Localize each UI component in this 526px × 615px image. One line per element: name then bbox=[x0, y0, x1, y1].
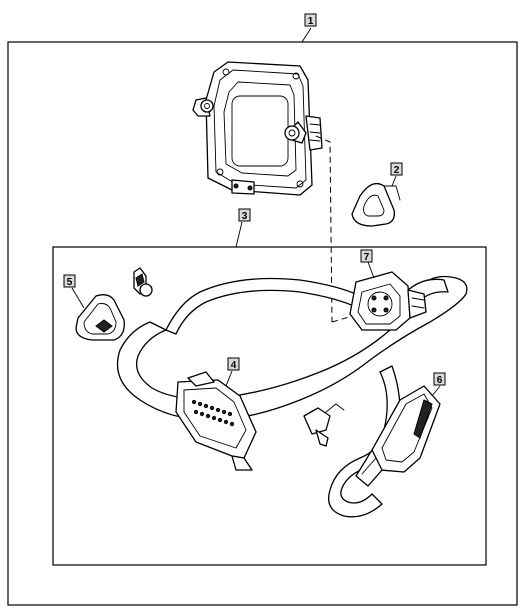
callout-label-2: 2 bbox=[394, 165, 400, 176]
callout-label-7: 7 bbox=[364, 252, 370, 263]
assembly-guide-line bbox=[315, 135, 333, 323]
leader-line-5 bbox=[71, 287, 85, 309]
round-connector-part bbox=[349, 271, 427, 331]
leader-line-7 bbox=[367, 261, 375, 279]
leader-line-3 bbox=[235, 221, 243, 248]
callout-1: 1 bbox=[304, 13, 317, 27]
leader-line-1 bbox=[301, 27, 312, 43]
fastener-part bbox=[133, 267, 153, 297]
connector-pins bbox=[191, 399, 235, 427]
inline-connector-part bbox=[355, 385, 441, 487]
callout-label-1: 1 bbox=[308, 16, 314, 27]
callout-7: 7 bbox=[360, 249, 373, 263]
control-module bbox=[192, 61, 323, 196]
callout-5: 5 bbox=[63, 274, 76, 288]
callout-6: 6 bbox=[433, 372, 446, 386]
inner-frame bbox=[52, 246, 487, 566]
callout-2: 2 bbox=[390, 162, 403, 176]
main-connector-part bbox=[175, 371, 257, 471]
retainer-clip-part bbox=[75, 294, 125, 341]
push-pin-clip-part bbox=[303, 403, 345, 447]
callout-label-6: 6 bbox=[437, 375, 443, 386]
outer-frame bbox=[7, 41, 518, 606]
harness-clip-part bbox=[351, 182, 401, 227]
callout-4: 4 bbox=[227, 357, 240, 371]
callout-label-4: 4 bbox=[231, 360, 237, 371]
callout-label-5: 5 bbox=[67, 277, 73, 288]
leader-line-6 bbox=[431, 385, 441, 397]
leader-line-4 bbox=[225, 370, 233, 387]
callout-label-3: 3 bbox=[242, 211, 248, 222]
callout-3: 3 bbox=[238, 208, 251, 222]
leader-line-2 bbox=[391, 175, 397, 187]
